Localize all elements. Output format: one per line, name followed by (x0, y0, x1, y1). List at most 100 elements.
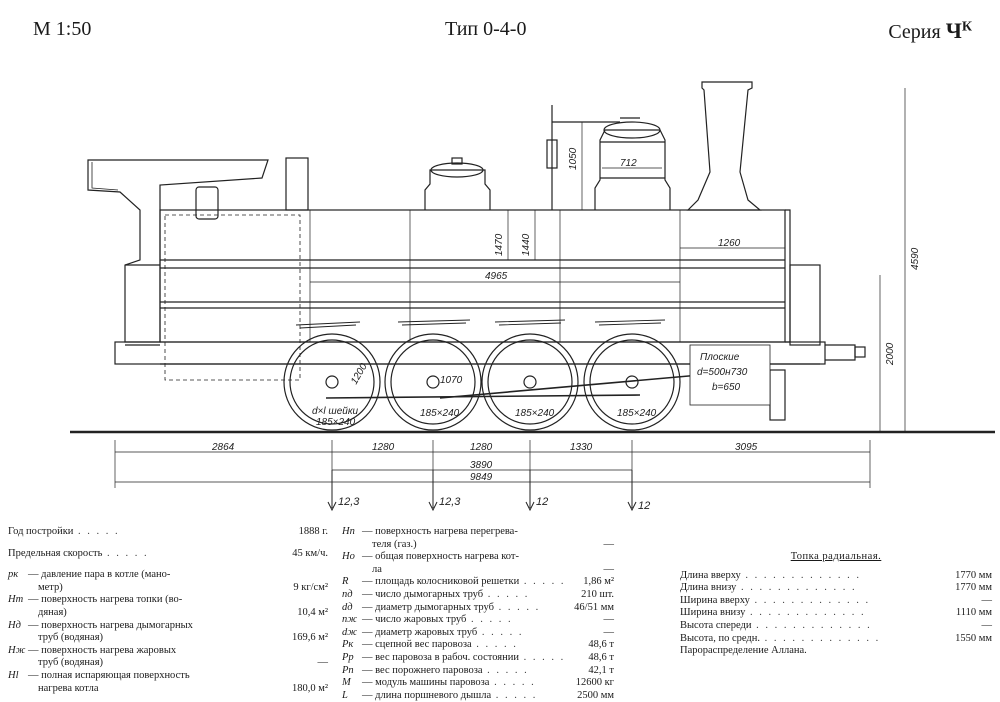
series-label: Серия ЧК (888, 18, 972, 44)
firebox-specs: Топка радиальная. Длина вверху . . . . .… (680, 551, 992, 658)
firebox-value: 1110 мм (955, 607, 992, 619)
spec-value: — (603, 538, 615, 550)
coupling-rods (325, 374, 701, 399)
firebox-title: Топка радиальная. (790, 551, 882, 562)
spec-row: Pр— вес паровоза в рабоч. состоянии . . … (342, 652, 614, 665)
spec-symbol: L (342, 689, 348, 701)
spec-row: dд— диаметр дымогарных труб . . . . .46/… (342, 602, 614, 615)
spec-symbol: R (342, 576, 349, 588)
dim-1070: 1070 (440, 375, 463, 386)
spec-symbol: Pп (342, 664, 354, 676)
spec-value: 9 кг/см² (293, 581, 328, 593)
spec-text: — вес порожнего паровоза (362, 664, 483, 676)
spec-text: — модуль машины паровоза (362, 677, 490, 689)
specs-middle: Hп — поверхность нагрева перегрева-теля (… (342, 526, 614, 702)
spec-row: Pк— сцепной вес паровоза . . . . .48,6 т (342, 639, 614, 652)
spec-row: R— площадь колосниковой решетки . . . . … (342, 576, 614, 589)
dim-4965: 4965 (485, 271, 508, 282)
dim-712: 712 (620, 158, 637, 169)
spec-symbol: Hж (8, 644, 26, 656)
spec-symbol: Hд (8, 619, 21, 631)
spec-row: Год постройки . . . . .1888 г. (8, 526, 328, 539)
firebox-value: 1550 мм (955, 632, 992, 644)
spec-value: 180,0 м² (291, 682, 328, 694)
spec-text: — поверхность нагрева жаровых (28, 644, 177, 656)
spec-label: R— площадь колосниковой решетки . . . . … (342, 576, 566, 588)
spec-symbol: Pр (342, 651, 354, 663)
spec-label: L— длина поршневого дышла . . . . . (342, 689, 538, 701)
spec-row: Pп— вес порожнего паровоза . . . . .42,1… (342, 665, 614, 678)
load-1: 12,3 (338, 496, 360, 508)
spec-label: Hд — поверхность нагрева дымогарных (8, 620, 193, 633)
axle-3-journal: 185×240 (515, 408, 555, 419)
firebox-label: Высота спереди (680, 619, 752, 631)
spec-value: — (603, 614, 615, 626)
spec-label: Hо— общая поверхность нагрева кот- (342, 551, 519, 564)
load-arrows (327, 470, 637, 512)
spec-text: — диаметр дымогарных труб (362, 601, 494, 613)
firebox-label: Высота, по средн. (680, 632, 760, 644)
spec-continuation: труб (водяная) (38, 632, 104, 644)
firebox-value: 1770 мм (955, 582, 992, 594)
journal-label: d×l шейки (312, 406, 359, 417)
cab (87, 159, 269, 346)
spec-continuation: метр) (38, 581, 63, 593)
wheel-3 (481, 333, 579, 431)
spec-symbol: pк (8, 569, 19, 581)
spec-label: pк — давление пара в котле (мано- (8, 569, 170, 582)
spec-continuation: теля (газ.) (372, 538, 417, 550)
spec-text: — поверхность нагрева перегрева- (362, 526, 518, 537)
spec-label: nд— число дымогарных труб . . . . . (342, 588, 530, 600)
sand-dome (424, 157, 491, 210)
spec-symbol: Hп (342, 526, 355, 537)
dim-1440: 1440 (521, 233, 532, 256)
spec-text: — поверхность нагрева топки (во- (28, 594, 183, 606)
firebox-row: Длина внизу . . . . . . . . . . . . .177… (680, 582, 992, 594)
spec-continuation: дяная) (38, 606, 67, 618)
dim-3095: 3095 (735, 442, 758, 453)
spec-value: 210 шт. (581, 588, 614, 600)
spec-text: — давление пара в котле (мано- (28, 569, 171, 581)
spec-value: 42,1 т (588, 664, 614, 676)
spec-symbol: dд (342, 601, 353, 613)
spec-value: 169,6 м² (291, 632, 328, 644)
spec-row: M— модуль машины паровоза . . . . .12600… (342, 677, 614, 690)
firebox-value: — (981, 619, 993, 631)
spec-label: dж— диаметр жаровых труб . . . . . (342, 626, 524, 638)
series-superscript: К (961, 19, 972, 35)
dim-1260: 1260 (718, 238, 741, 249)
spec-label: Hп — поверхность нагрева перегрева- (342, 526, 518, 539)
firebox-value: 1770 мм (955, 569, 992, 581)
firebox-label: Парораспределение Аллана. (680, 645, 807, 657)
firebox-label: Длина внизу (680, 582, 737, 594)
spec-label: Pр— вес паровоза в рабоч. состоянии . . … (342, 651, 566, 663)
spec-value: 10,4 м² (297, 606, 328, 618)
spec-text: — площадь колосниковой решетки (362, 576, 520, 588)
whistle (546, 105, 640, 210)
spec-text: — сцепной вес паровоза (362, 639, 472, 651)
type-label: Тип 0-4-0 (445, 18, 527, 40)
axle-1-journal: 185×240 (316, 417, 356, 428)
springs (295, 319, 666, 329)
plate-box (689, 344, 771, 406)
spec-continuation: ла (372, 563, 382, 575)
firebox-row: Парораспределение Аллана. (680, 645, 992, 658)
spec-row: L— длина поршневого дышла . . . . . 2500 … (342, 690, 614, 702)
scale-label: М 1:50 (33, 18, 92, 40)
spec-value: 48,6 т (588, 651, 614, 663)
spec-row: dж— диаметр жаровых труб . . . . .— (342, 627, 614, 640)
dim-1470: 1470 (494, 233, 505, 256)
spec-value: 2500 мм (577, 689, 614, 701)
firebox-row: Высота, по средн. . . . . . . . . . . . … (680, 632, 992, 644)
spec-text: Год постройки (8, 526, 74, 537)
dim-2864: 2864 (211, 442, 235, 453)
spec-row: Hт— поверхность нагрева топки (во-дяная)… (8, 594, 328, 619)
plate-line-3: b=650 (712, 382, 741, 393)
spec-text: — поверхность нагрева дымогарных (28, 619, 193, 631)
spec-value: 45 км/ч. (292, 547, 328, 559)
spec-row: Предельная скорость . . . . .45 км/ч. (8, 548, 328, 561)
spec-label: Hl— полная испаряющая поверхность (8, 670, 190, 683)
